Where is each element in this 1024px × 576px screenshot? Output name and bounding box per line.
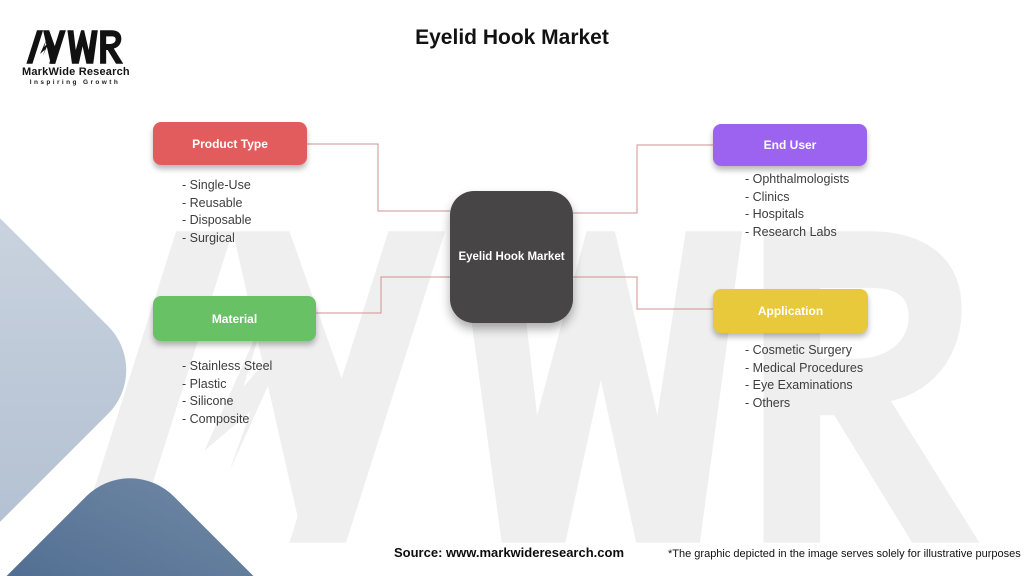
disclaimer-text: *The graphic depicted in the image serve…	[668, 548, 1021, 560]
connector-application	[573, 276, 713, 310]
node-application: Application	[713, 289, 868, 333]
node-product-type: Product Type	[153, 122, 307, 165]
node-product-type-label: Product Type	[192, 136, 268, 151]
list-item: - Clinics	[745, 189, 790, 204]
page-title: Eyelid Hook Market	[415, 26, 609, 49]
node-material: Material	[153, 296, 316, 341]
list-item: - Research Labs	[745, 224, 837, 239]
material-list: - Stainless Steel - Plastic - Silicone -…	[182, 358, 272, 428]
list-item: - Eye Examinations	[745, 378, 853, 393]
mwr-logo-icon	[26, 30, 124, 64]
end-user-list: - Ophthalmologists - Clinics - Hospitals…	[745, 171, 849, 241]
node-end-user-label: End User	[763, 138, 817, 152]
list-item: - Reusable	[182, 195, 243, 210]
connector-product-type	[307, 143, 450, 212]
list-item: - Others	[745, 395, 791, 410]
list-item: - Hospitals	[745, 207, 805, 222]
list-item: - Cosmetic Surgery	[745, 343, 852, 357]
logo-tagline: Inspiring Growth	[29, 79, 121, 86]
list-item: - Stainless Steel	[182, 359, 273, 373]
list-item: - Medical Procedures	[745, 360, 864, 375]
node-application-label: Application	[757, 304, 824, 318]
list-item: - Disposable	[182, 213, 252, 228]
product-type-list: - Single-Use - Reusable - Disposable - S…	[182, 177, 251, 247]
connector-end-user	[573, 144, 713, 214]
list-item: - Composite	[182, 411, 250, 426]
node-center-market: Eyelid Hook Market	[450, 191, 573, 323]
node-material-label: Material	[211, 311, 258, 326]
node-end-user: End User	[713, 124, 867, 166]
node-center-market-label: Eyelid Hook Market	[458, 251, 565, 263]
logo-name: MarkWide Research	[22, 66, 130, 78]
list-item: - Surgical	[182, 230, 235, 245]
markwide-logo: MarkWide Research Inspiring Growth	[22, 28, 130, 86]
list-item: - Plastic	[182, 376, 227, 391]
application-list: - Cosmetic Surgery - Medical Procedures …	[745, 342, 863, 412]
list-item: - Silicone	[182, 394, 234, 409]
connector-material	[316, 276, 450, 314]
source-text: Source: www.markwideresearch.com	[394, 545, 625, 560]
list-item: - Single-Use	[182, 178, 251, 192]
list-item: - Ophthalmologists	[745, 172, 850, 186]
